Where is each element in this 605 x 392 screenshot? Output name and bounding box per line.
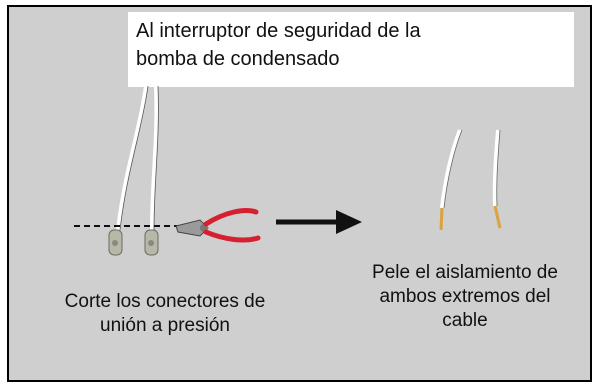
cut-connectors-caption: Corte los conectores de unión a presión (30, 290, 300, 338)
right-arrow-icon (276, 210, 362, 234)
cutting-pliers-icon (175, 208, 261, 243)
cut-connectors-caption-line-1: Corte los conectores de (64, 291, 266, 312)
strip-insulation-caption: Pele el aislamiento de ambos extremos de… (345, 261, 585, 333)
destination-label-line-2: bomba de condensado (136, 48, 340, 70)
stripped-wire-pair-icon (439, 129, 502, 231)
wire-pair-with-connectors (108, 85, 159, 256)
destination-label-box: Al interruptor de seguridad de la bomba … (128, 12, 574, 87)
strip-insulation-caption-line-3: cable (442, 310, 488, 331)
strip-insulation-caption-line-1: Pele el aislamiento de (372, 262, 558, 283)
cut-connectors-caption-line-2: unión a presión (100, 315, 230, 336)
strip-insulation-caption-line-2: ambos extremos del (379, 286, 551, 307)
destination-label-line-1: Al interruptor de seguridad de la (136, 20, 421, 42)
